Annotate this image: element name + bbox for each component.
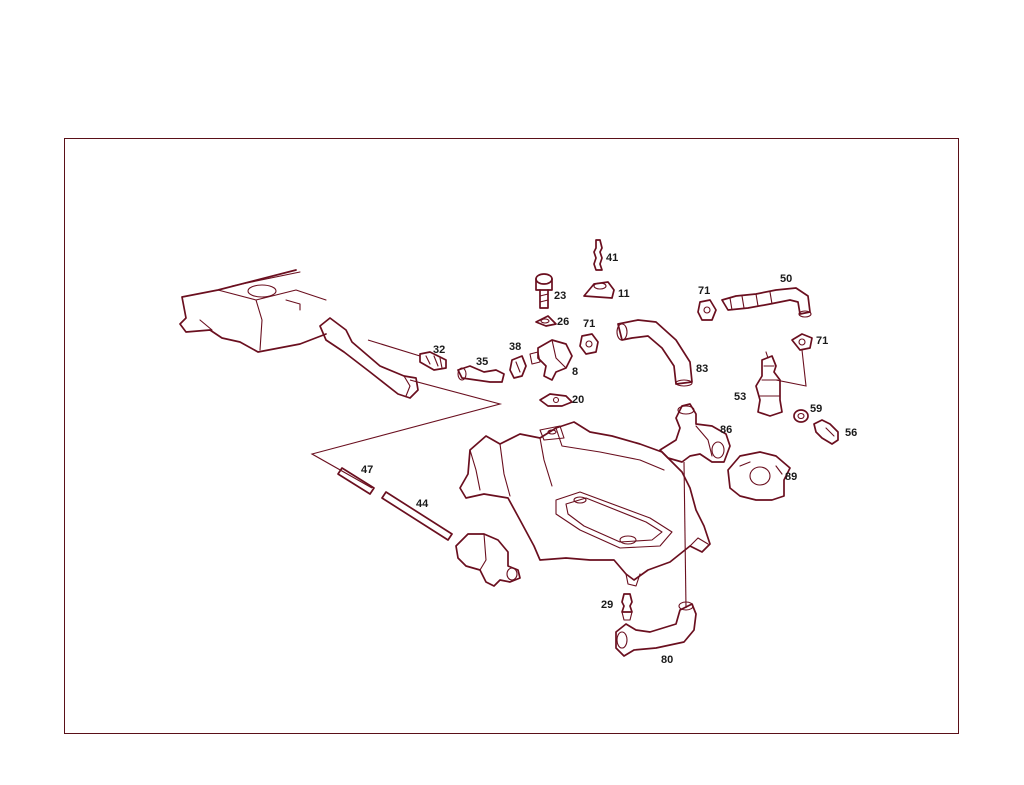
callout-71-right: 71 [816, 335, 828, 347]
callout-53: 53 [734, 391, 746, 403]
callout-86: 86 [720, 424, 732, 436]
part-71-clip-top [697, 299, 717, 321]
callout-23: 23 [554, 290, 566, 302]
part-11-bracket [583, 281, 615, 299]
part-53-valve [755, 351, 783, 417]
callout-89: 89 [785, 471, 797, 483]
vacuum-unit [455, 533, 521, 587]
callout-labels: 41 23 11 26 71 50 71 71 32 35 38 8 20 83… [361, 252, 857, 666]
callout-56: 56 [845, 427, 857, 439]
callout-38: 38 [509, 341, 521, 353]
part-47-pin [337, 467, 375, 495]
part-56-bolt [813, 419, 839, 445]
valve-cover [179, 269, 327, 353]
callout-44: 44 [416, 498, 429, 510]
part-32-connector [419, 351, 447, 371]
callout-26: 26 [557, 316, 569, 328]
callout-8: 8 [572, 366, 578, 378]
callout-32: 32 [433, 344, 445, 356]
breather-hose [319, 317, 419, 399]
part-44-rod [381, 491, 453, 541]
part-89-cover [727, 451, 791, 501]
part-23-bolt [535, 273, 553, 309]
part-83-hose [616, 319, 693, 387]
callout-59: 59 [810, 403, 822, 415]
diagram-frame [64, 138, 959, 734]
callout-50: 50 [780, 273, 792, 285]
part-59-ring [793, 409, 809, 423]
part-8-valve [529, 339, 573, 381]
part-26-washer [535, 315, 557, 327]
callout-41: 41 [606, 252, 618, 264]
part-38-clip [509, 355, 527, 379]
part-80-hose [615, 601, 697, 657]
intake-manifold [459, 421, 711, 587]
callout-83: 83 [696, 363, 708, 375]
part-71-clip-center [579, 333, 599, 355]
part-35-hose [457, 365, 505, 383]
callout-71-top: 71 [698, 285, 710, 297]
part-41-nipple [593, 239, 603, 271]
part-86-throttle [659, 403, 731, 609]
callout-29: 29 [601, 599, 613, 611]
callout-47: 47 [361, 464, 373, 476]
callout-71-center: 71 [583, 318, 595, 330]
callout-20: 20 [572, 394, 584, 406]
part-29-nipple [621, 593, 633, 621]
callout-80: 80 [661, 654, 673, 666]
part-71-clip-right [791, 333, 813, 351]
part-20-gasket [539, 393, 573, 407]
part-50-hose [721, 287, 812, 318]
callout-11: 11 [618, 288, 630, 300]
callout-35: 35 [476, 356, 488, 368]
